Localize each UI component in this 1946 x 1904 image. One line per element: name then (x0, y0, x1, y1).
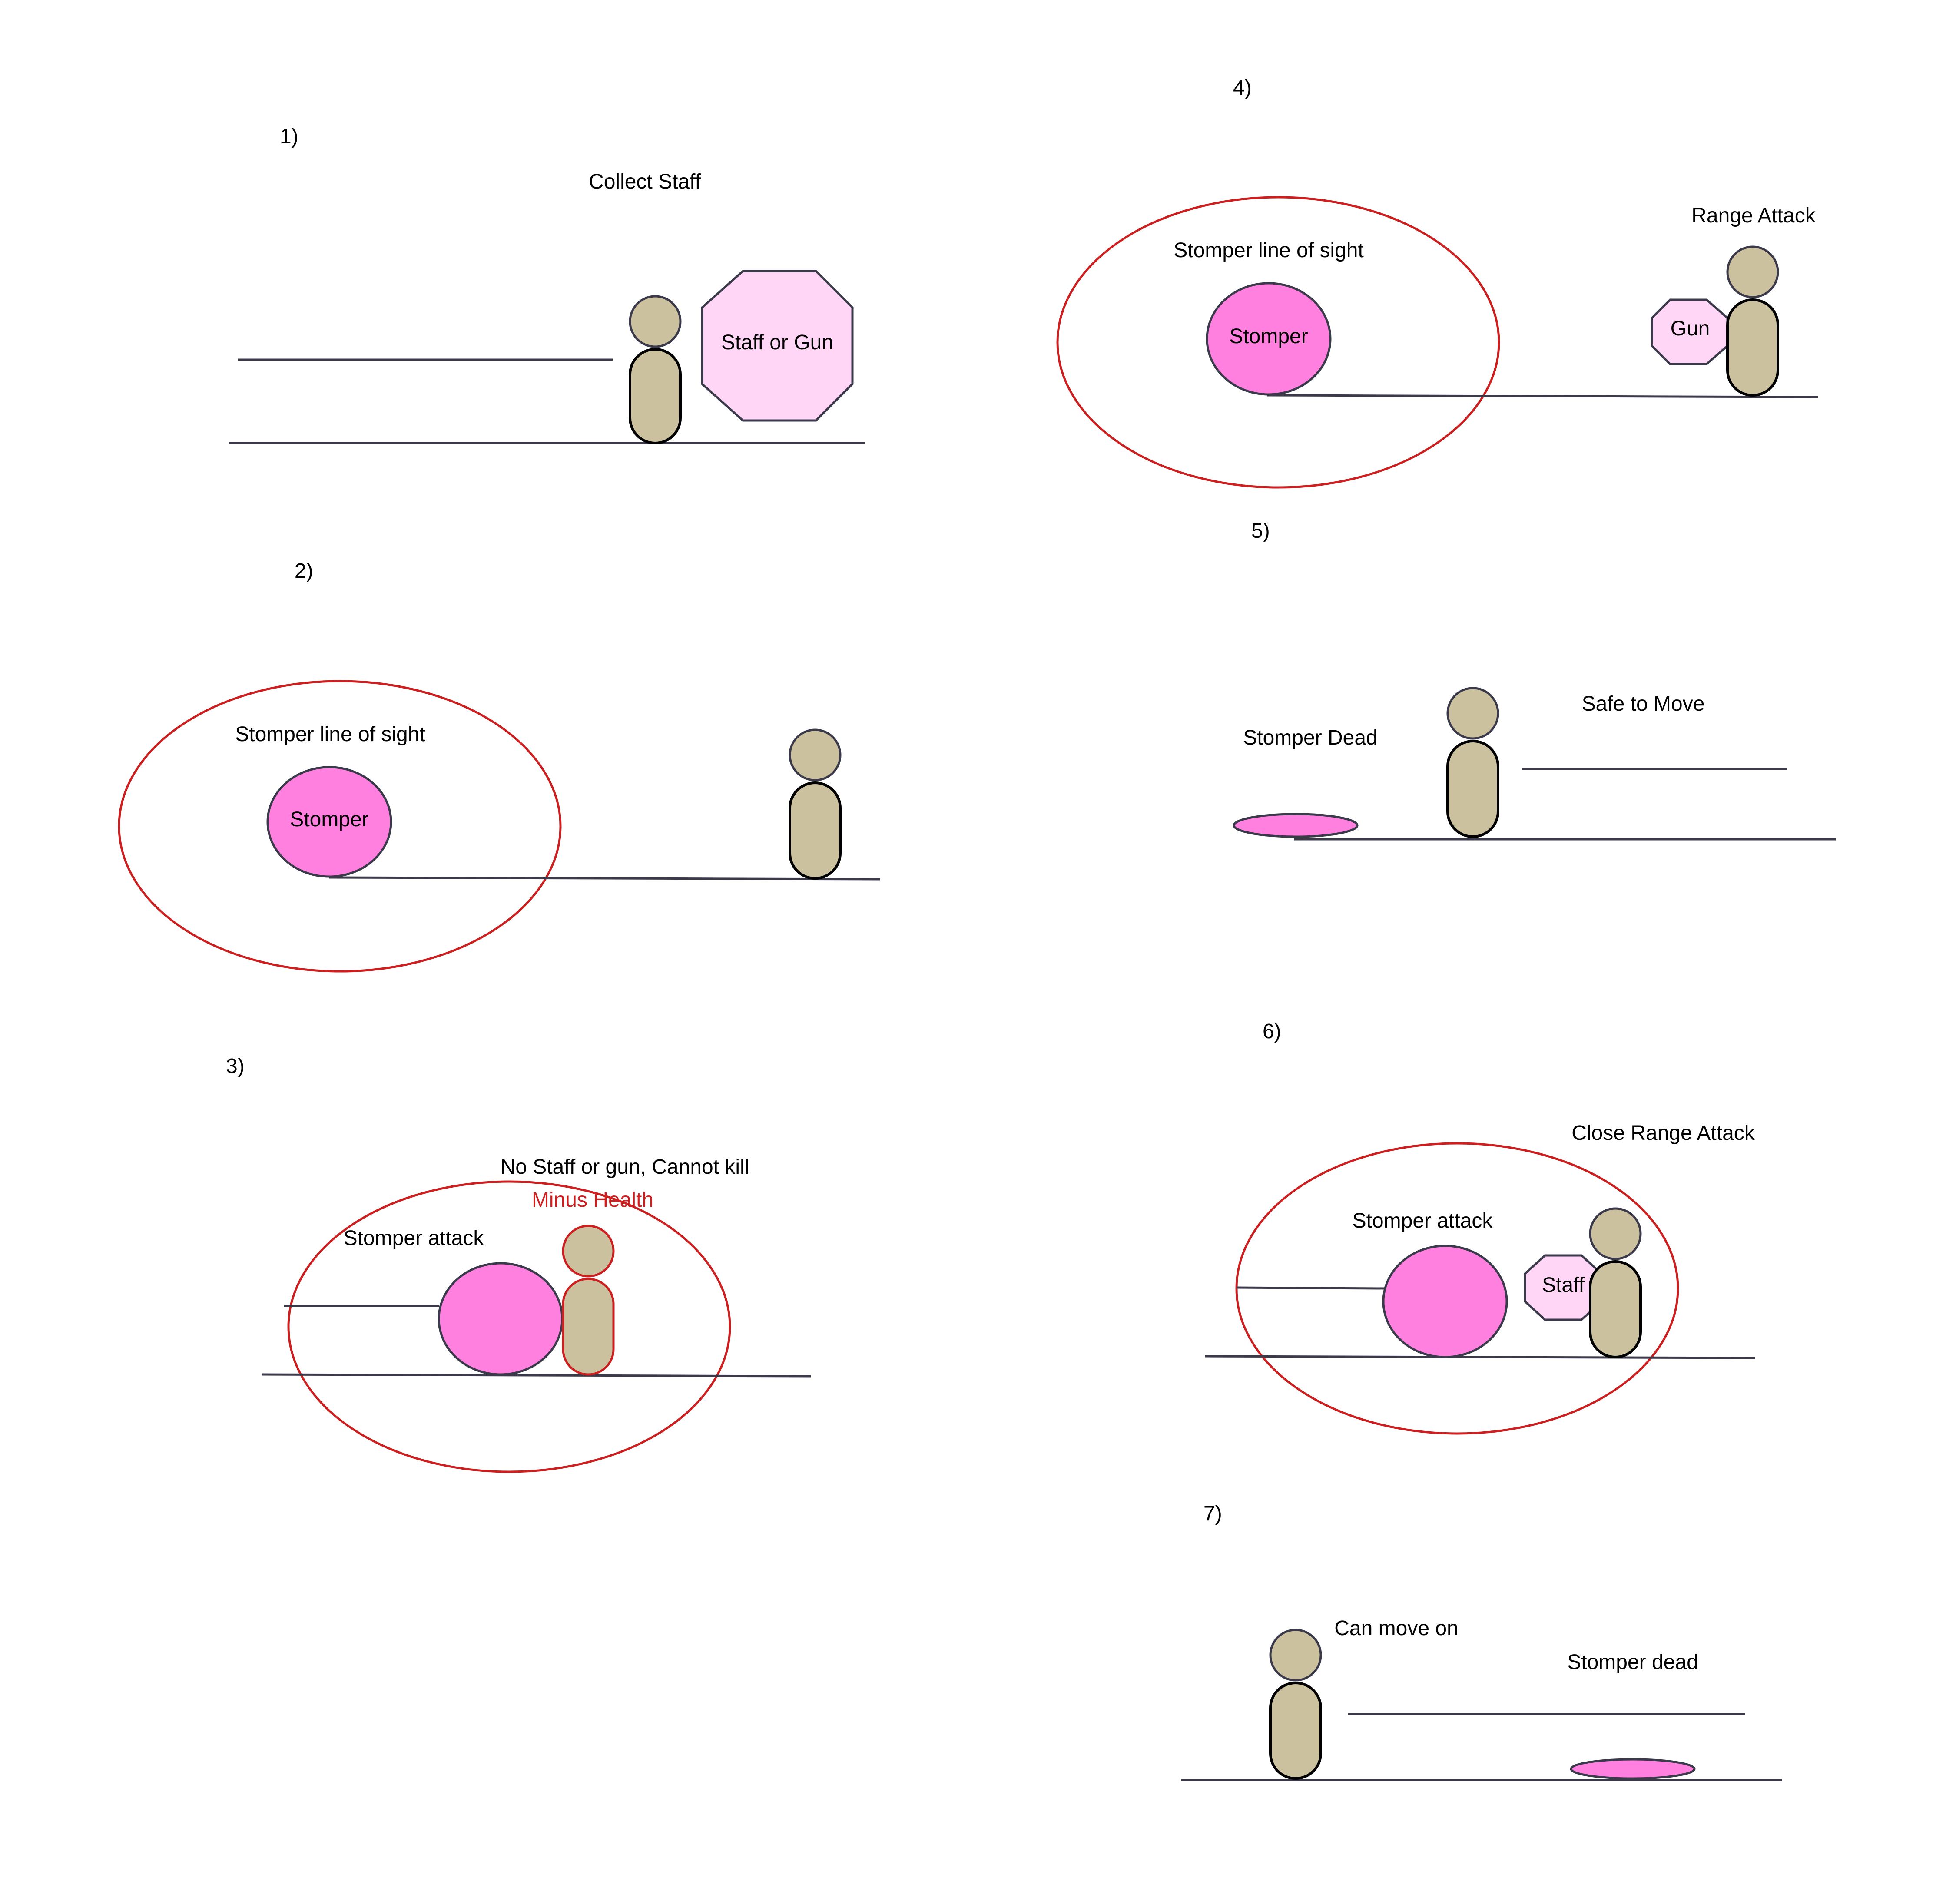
stomper-enemy-icon-dead (1570, 1758, 1696, 1780)
player-figure-icon-hurt (562, 1225, 615, 1376)
panel-2: 2) Stomper line of sight Stomper (118, 560, 881, 973)
player-figure-icon (1589, 1207, 1642, 1358)
player-figure-icon (789, 728, 842, 880)
panel-7-caption: Can move on (1334, 1617, 1459, 1640)
panel-2-sight-label: Stomper line of sight (235, 723, 425, 746)
panel-1-pickup-label: Staff or Gun (721, 331, 833, 354)
panel-6-ground (1205, 1355, 1756, 1359)
panel-3-caption: No Staff or gun, Cannot kill (501, 1156, 749, 1179)
panel-4: 4) Stomper line of sight Stomper Range A… (1056, 76, 1818, 489)
panel-4-caption: Range Attack (1691, 204, 1816, 227)
panel-5-dead-label: Stomper Dead (1243, 726, 1378, 749)
octagon-pickup-icon (1651, 298, 1729, 365)
panel-7-dead-label: Stomper dead (1567, 1651, 1698, 1674)
panel-3-damage-label: Minus Health (532, 1189, 653, 1212)
panel-5: 5) Stomper Dead Safe to Move (1233, 520, 1836, 841)
panel-7: 7) Can move on Stomper dead (1181, 1502, 1782, 1781)
panel-3-number: 3) (226, 1055, 245, 1078)
stomper-sight-ring (287, 1180, 731, 1473)
panel-5-caption: Safe to Move (1582, 692, 1705, 715)
player-figure-icon (1726, 245, 1779, 397)
panel-4-pickup-label: Gun (1671, 317, 1710, 340)
stomper-sight-ring (1056, 196, 1500, 489)
octagon-pickup-icon (701, 270, 854, 422)
panel-1-number: 1) (280, 125, 298, 148)
panel-1: 1) Collect Staff Staff or Gun (229, 125, 865, 444)
panel-6-caption: Close Range Attack (1571, 1122, 1755, 1145)
panel-6-pickup-label: Staff (1542, 1274, 1585, 1297)
panel-6: 6) Close Range Attack Stomper attack Sta… (1205, 1020, 1756, 1435)
panel-3-attack-label: Stomper attack (344, 1227, 484, 1250)
panel-3-ground (262, 1373, 811, 1378)
panel-6-attack-label: Stomper attack (1353, 1209, 1493, 1232)
octagon-pickup-icon (1524, 1254, 1603, 1321)
panel-4-sight-label: Stomper line of sight (1174, 239, 1364, 262)
player-figure-icon (1446, 687, 1499, 838)
panel-3: 3) No Staff or gun, Cannot kill Minus He… (226, 1055, 811, 1473)
panel-4-number: 4) (1233, 76, 1252, 99)
panel-7-number: 7) (1203, 1502, 1222, 1525)
panel-2-number: 2) (295, 560, 313, 583)
panel-6-number: 6) (1263, 1020, 1281, 1043)
panel-2-stomper-label: Stomper (290, 808, 368, 831)
player-figure-icon (1269, 1629, 1322, 1780)
stomper-enemy-icon-dead (1233, 813, 1359, 838)
panel-2-ground (329, 876, 881, 881)
stomper-enemy-icon (438, 1262, 564, 1376)
panel-4-ground (1266, 394, 1818, 398)
panel-1-caption: Collect Staff (589, 170, 701, 193)
stomper-enemy-icon (1382, 1245, 1508, 1358)
stomper-sight-ring (118, 680, 562, 973)
panel-4-stomper-label: Stomper (1229, 325, 1308, 348)
stomper-enemy-icon (266, 766, 392, 878)
player-figure-icon (629, 295, 682, 444)
panel-5-number: 5) (1251, 520, 1270, 543)
